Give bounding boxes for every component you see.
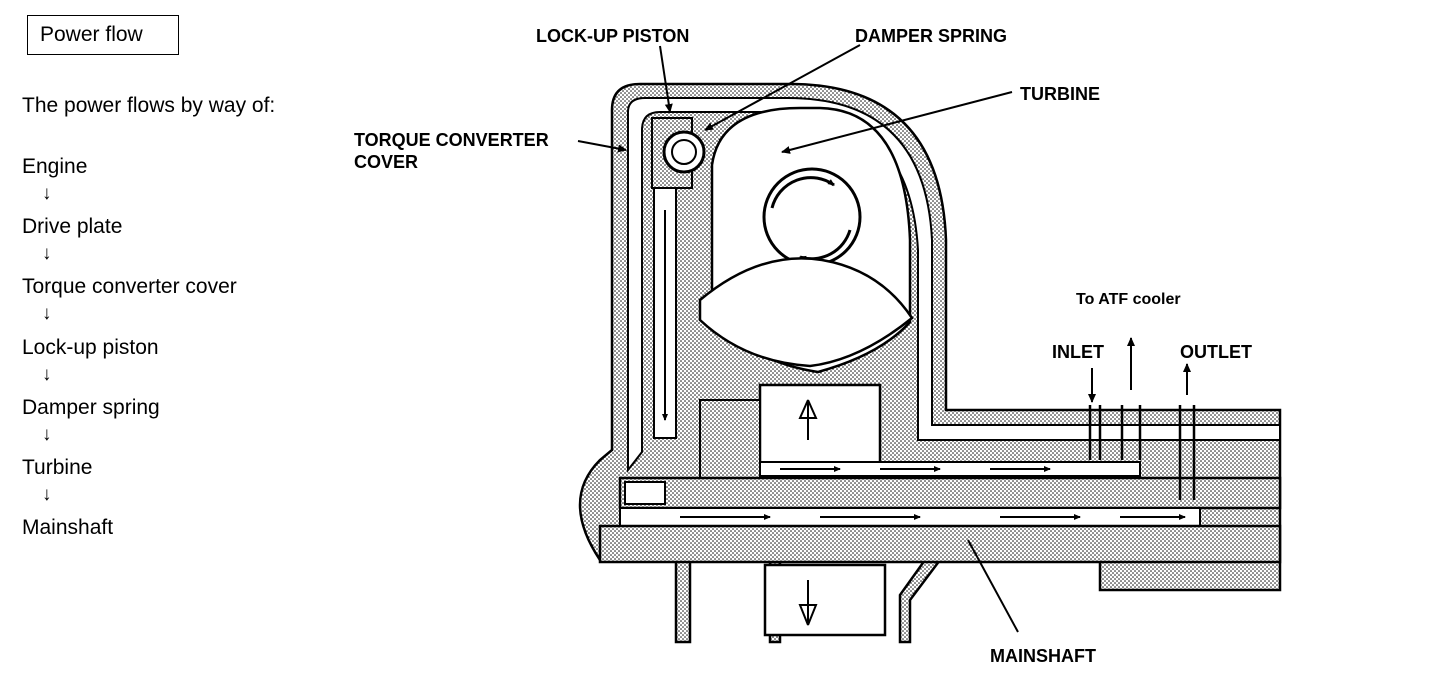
down-arrow-icon: ↓: [42, 243, 52, 265]
panel-title: Power flow: [27, 15, 179, 55]
flow-step-label: Damper spring: [22, 395, 160, 419]
flow-step: Damper spring ↓: [22, 395, 237, 455]
fluid-channel: [627, 97, 1281, 473]
label-atf-cooler: To ATF cooler: [1076, 291, 1181, 308]
label-inlet: INLET: [1052, 342, 1104, 362]
turbine-hub: [699, 383, 882, 481]
down-arrow-icon: ↓: [42, 423, 52, 445]
power-flow-panel: Power flow The power flows by way of: En…: [0, 0, 360, 686]
callout-leaders: [577, 44, 1019, 633]
flow-step: Turbine ↓: [22, 455, 237, 515]
label-lockup-piston: LOCK-UP PISTON: [536, 26, 689, 46]
turbine: [698, 106, 914, 374]
power-flow-list: Engine ↓ Drive plate ↓ Torque converter …: [22, 154, 237, 575]
label-converter-cover-line2: COVER: [354, 152, 418, 172]
down-arrow-icon: ↓: [42, 183, 52, 204]
label-damper-spring: DAMPER SPRING: [855, 26, 1007, 46]
lockup-piston: [651, 117, 706, 439]
intro-text: The power flows by way of:: [22, 94, 276, 117]
flow-step: Engine ↓: [22, 154, 237, 214]
down-arrow-icon: ↓: [42, 483, 52, 505]
flow-step-label: Lock-up piston: [22, 335, 159, 359]
flow-step-label: Turbine: [22, 455, 93, 479]
label-converter-cover-line1: TORQUE CONVERTER: [354, 130, 549, 150]
stator-hub: [763, 563, 887, 637]
down-arrow-icon: ↓: [42, 303, 52, 325]
flow-step-label: Drive plate: [22, 215, 123, 239]
inlet-outlet-ports: [1088, 337, 1196, 500]
flow-step-label: Engine: [22, 155, 88, 178]
flow-step: Lock-up piston ↓: [22, 335, 237, 395]
down-arrow-icon: ↓: [42, 363, 52, 385]
flow-step-label: Torque converter cover: [22, 275, 237, 299]
mainshaft: [598, 461, 1282, 564]
flow-step: Torque converter cover ↓: [22, 274, 237, 334]
label-outlet: OUTLET: [1180, 342, 1252, 362]
flow-step-label: Mainshaft: [22, 516, 114, 540]
flow-step: Drive plate ↓: [22, 214, 237, 274]
flow-step: Mainshaft ↓: [22, 515, 237, 575]
label-turbine: TURBINE: [1020, 84, 1100, 104]
label-mainshaft: MAINSHAFT: [990, 646, 1096, 666]
